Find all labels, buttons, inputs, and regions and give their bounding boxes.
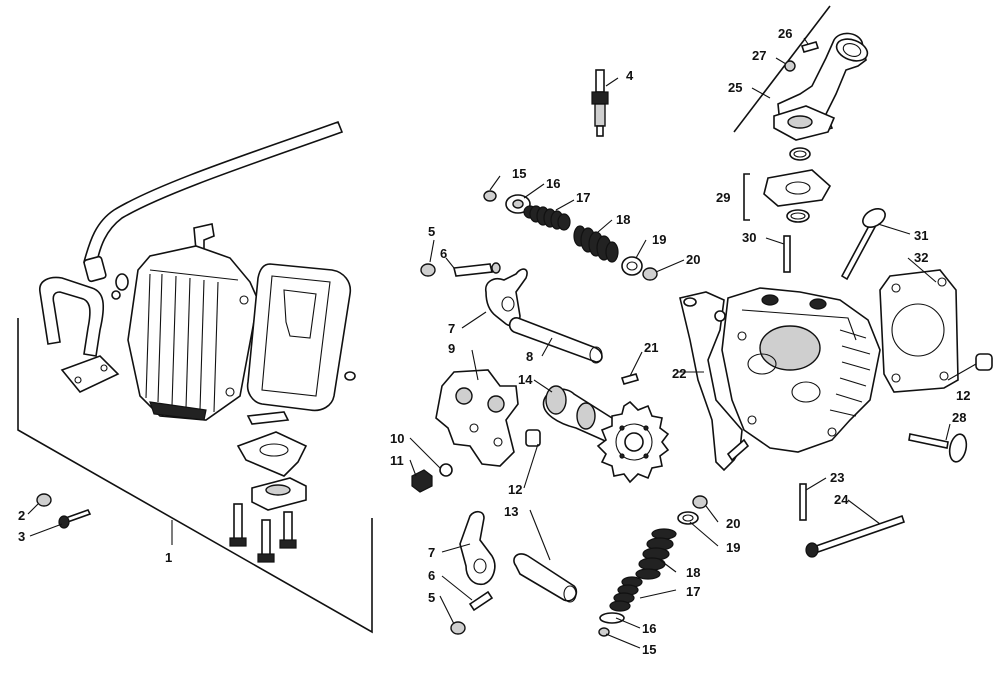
valve-keeper-upper — [483, 190, 497, 202]
adjuster-nut-upper — [420, 263, 436, 277]
callout-17-upper: 17 — [576, 190, 590, 205]
stud-30 — [783, 235, 791, 273]
callout-20-upper: 20 — [686, 252, 700, 267]
callout-29: 29 — [716, 190, 730, 205]
head-bolt-24 — [814, 514, 906, 554]
callout-15-upper: 15 — [512, 166, 526, 181]
callout-19-upper: 19 — [652, 232, 666, 247]
valve-cover — [127, 245, 259, 421]
spark-plug — [591, 69, 609, 137]
callout-25: 25 — [728, 80, 742, 95]
breather-hose — [83, 120, 344, 268]
callout-4: 4 — [626, 68, 634, 83]
valve-seal-upper — [642, 267, 658, 281]
cylinder-head — [721, 287, 881, 453]
rocker-shaft-lower — [513, 553, 578, 602]
dowel-pin-right — [975, 353, 993, 371]
adjuster-screw-lower — [468, 590, 494, 612]
breather-plate — [236, 431, 308, 477]
spring-seat-lower — [677, 511, 699, 525]
callout-19-lower: 19 — [726, 540, 740, 555]
callout-28: 28 — [952, 410, 966, 425]
group-1-bracket — [17, 318, 373, 634]
nut-27 — [784, 60, 796, 72]
callout-17-lower: 17 — [686, 584, 700, 599]
callout-14: 14 — [518, 372, 533, 387]
callout-18-upper: 18 — [616, 212, 630, 227]
callout-9: 9 — [448, 341, 455, 356]
callout-18-lower: 18 — [686, 565, 700, 580]
o-ring-lower — [786, 209, 810, 223]
callout-21: 21 — [644, 340, 658, 355]
valve-seal-lower — [692, 495, 708, 509]
callout-23: 23 — [830, 470, 844, 485]
dowel-pin-center — [525, 429, 541, 447]
callout-3: 3 — [18, 529, 25, 544]
cylinder-head-gasket — [879, 269, 959, 393]
rocker-pin — [620, 373, 640, 385]
valve-spring-outer-lower — [635, 528, 677, 580]
stud-26 — [800, 41, 820, 53]
callout-16-lower: 16 — [642, 621, 656, 636]
rocker-arm-lower — [459, 510, 496, 586]
stud-23 — [799, 483, 807, 521]
callout-13: 13 — [504, 504, 518, 519]
callout-5-lower: 5 — [428, 590, 435, 605]
intake-valve — [840, 222, 877, 281]
callouts: 1 2 3 4 5 6 7 8 9 10 11 12 12 13 14 15 1… — [18, 26, 970, 657]
callout-6-lower: 6 — [428, 568, 435, 583]
callout-6-upper: 6 — [440, 246, 447, 261]
adjuster-screw-upper — [453, 263, 493, 277]
rocker-shaft-upper — [508, 317, 603, 363]
spring-seat-upper — [621, 256, 643, 276]
valve-spring-outer-upper — [573, 225, 619, 263]
rocker-cam-assembly — [411, 69, 708, 637]
washer-10 — [439, 463, 453, 477]
valve-spring-inner-lower — [609, 576, 643, 612]
valve-cover-assembly — [17, 120, 373, 634]
callout-30: 30 — [742, 230, 756, 245]
group-29-bracket — [743, 173, 750, 221]
callout-27: 27 — [752, 48, 766, 63]
callout-16-upper: 16 — [546, 176, 560, 191]
callout-22: 22 — [672, 366, 686, 381]
valve-retainer-lower — [599, 612, 625, 624]
callout-8: 8 — [526, 349, 533, 364]
callout-7-lower: 7 — [428, 545, 435, 560]
cylinder-head-assembly — [679, 5, 993, 558]
callout-12-center: 12 — [508, 482, 522, 497]
o-ring-upper — [789, 147, 811, 161]
group-25-bracket — [733, 5, 831, 133]
callout-15-lower: 15 — [642, 642, 656, 657]
valve-spring-inner-upper — [523, 205, 571, 231]
callout-32: 32 — [914, 250, 928, 265]
camshaft-sprocket — [542, 385, 670, 484]
part-2-nut — [36, 493, 52, 507]
callout-20-lower: 20 — [726, 516, 740, 531]
callout-26: 26 — [778, 26, 792, 41]
camshaft-holder — [435, 369, 519, 467]
nut-11 — [411, 469, 433, 493]
cover-bolts — [229, 503, 297, 563]
callout-2: 2 — [18, 508, 25, 523]
exhaust-valve — [908, 433, 949, 449]
callout-7-upper: 7 — [448, 321, 455, 336]
adjuster-nut-lower — [450, 621, 466, 635]
intake-insulator — [763, 169, 832, 207]
callout-5-upper: 5 — [428, 224, 435, 239]
callout-11: 11 — [390, 453, 404, 468]
handle-bracket — [39, 276, 105, 357]
callout-24: 24 — [834, 492, 849, 507]
leader-lines — [27, 37, 977, 649]
callout-1: 1 — [165, 550, 172, 565]
callout-10: 10 — [390, 431, 404, 446]
callout-31: 31 — [914, 228, 928, 243]
callout-12-right: 12 — [956, 388, 970, 403]
